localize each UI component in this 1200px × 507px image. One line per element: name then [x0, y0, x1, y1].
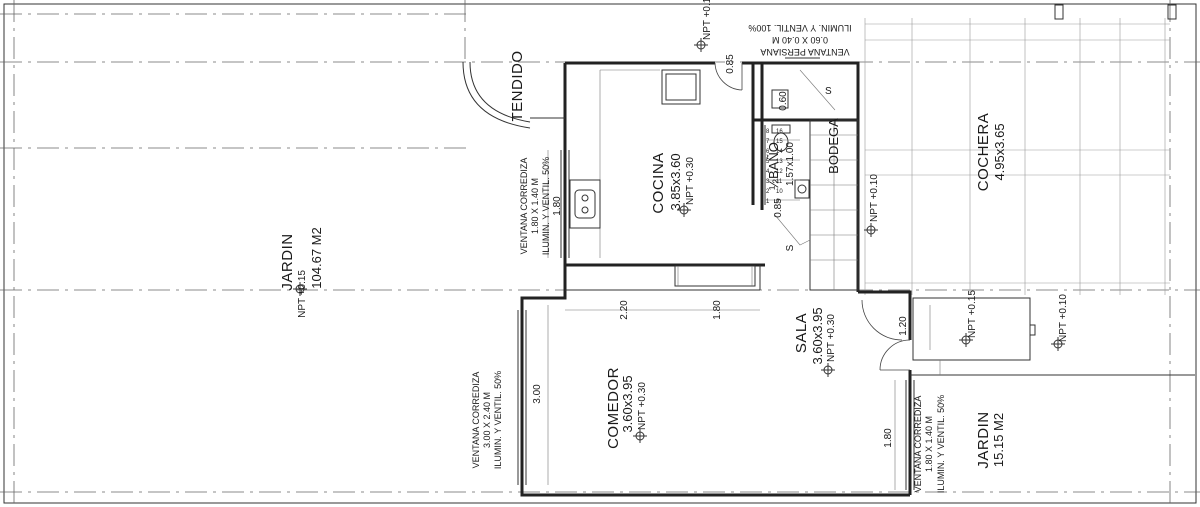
window-persiana-l1: VENTANA PERSIANA	[760, 47, 849, 57]
jardin-main-npt: NPT +0.15	[297, 270, 308, 318]
cochera-size: 4.95x3.65	[992, 123, 1007, 180]
lavatory-icon	[794, 179, 810, 199]
stair-up-label: S	[825, 86, 832, 97]
level-top-label: NPT +0.15	[702, 0, 713, 40]
door-swing-icon	[714, 62, 743, 91]
stair-step-number: 14	[776, 149, 783, 155]
window-sala-l3: ILUMIN. Y VENTIL. 50%	[936, 395, 946, 493]
stair-up-label-2: S	[785, 244, 796, 251]
stair-step-number: 11	[776, 179, 783, 185]
jardin-small-area: 15.15 M2	[991, 413, 1006, 467]
jardin-main-area: 104.67 M2	[309, 227, 324, 288]
sink-icon	[574, 189, 596, 219]
door-swing-icon	[879, 339, 911, 371]
cochera-npt: NPT +0.10	[869, 174, 880, 222]
dim-085: 0.85	[725, 54, 736, 74]
sala-npt: NPT +0.30	[826, 314, 837, 362]
stair-step-number: 9	[776, 199, 780, 205]
level-marker-icon	[293, 38, 1065, 443]
toilet-icon	[771, 124, 791, 152]
comedor-npt: NPT +0.30	[637, 382, 648, 430]
window-comedor-l1: VENTANA CORREDIZA	[471, 372, 481, 469]
stair-step-number: 10	[776, 189, 783, 195]
stair-step-number: 7	[766, 139, 770, 145]
window-comedor-l2: 3.00 X 2.40 M	[482, 392, 492, 448]
kitchen-fixtures	[569, 69, 756, 287]
stair-step-number: 8	[766, 129, 770, 135]
cochera-label: COCHERA	[975, 113, 992, 192]
window-marks	[517, 57, 915, 490]
jardin-main-label: JARDIN	[279, 233, 296, 290]
level-patio-label: NPT +0.15	[967, 290, 978, 338]
cocina-size: 3.85x3.60	[668, 153, 683, 210]
bodega-label: BODEGA	[826, 118, 841, 174]
sala-size: 3.60x3.95	[810, 307, 825, 364]
tendido-wall	[462, 61, 531, 129]
window-sala-l2: 1.80 X 1.40 M	[924, 416, 934, 472]
sala-label: SALA	[793, 313, 810, 353]
stair-step-number: 5	[766, 159, 770, 165]
window-sala-l1: VENTANA CORREDIZA	[913, 396, 923, 493]
bano-label: ½BAÑO	[766, 142, 781, 190]
dim-300: 3.00	[532, 384, 543, 404]
window-persiana-l2: 0.60 X 0.40 M	[772, 35, 828, 45]
stair-step-number: 2	[766, 189, 770, 195]
comedor-label: COMEDOR	[605, 367, 622, 449]
stair-step-number: 12	[776, 169, 783, 175]
window-comedor-l3: ILUMIN. Y VENTIL. 50%	[493, 371, 503, 469]
stairs	[764, 119, 859, 291]
dim-085b: 0.85	[773, 198, 784, 218]
level-right-label: NPT +0.10	[1058, 294, 1069, 342]
cocina-label: COCINA	[650, 152, 667, 213]
stair-step-number: 4	[766, 169, 770, 175]
window-cocina-l1: VENTANA CORREDIZA	[519, 158, 529, 255]
lot-boundary	[3, 3, 1197, 504]
stair-step-number: 3	[766, 179, 770, 185]
stair-step-number: 1	[766, 199, 770, 205]
window-cocina-l2: 1.80 X 1.40 M	[530, 178, 540, 234]
stair-step-number: 15	[776, 139, 783, 145]
stair-step-number: 13	[776, 159, 783, 165]
cocina-npt: NPT +0.30	[685, 157, 696, 205]
window-cocina-l3: ILUMIN. Y VENTIL. 50%	[541, 157, 551, 255]
tendido-label: TENDIDO	[509, 51, 526, 122]
bano-size: 1.57x1.00	[785, 142, 796, 186]
comedor-size: 3.60x3.95	[620, 375, 635, 432]
dimension-lines	[547, 150, 931, 490]
dim-180-cocina: 1.80	[552, 196, 563, 216]
stair-step-number: 16	[776, 129, 783, 135]
dim-180-sala: 1.80	[712, 300, 723, 320]
dim-180-window: 1.80	[883, 428, 894, 448]
cochera-paving	[864, 4, 1177, 295]
jardin-small-label: JARDIN	[975, 411, 992, 468]
house-walls	[520, 61, 912, 497]
dim-120: 1.20	[898, 316, 909, 336]
dim-060: 0.60	[778, 91, 789, 111]
dim-220: 2.20	[619, 300, 630, 320]
stair-step-number: 6	[766, 149, 770, 155]
window-persiana-l3: ILUMIN. Y VENTIL. 100%	[748, 23, 851, 33]
